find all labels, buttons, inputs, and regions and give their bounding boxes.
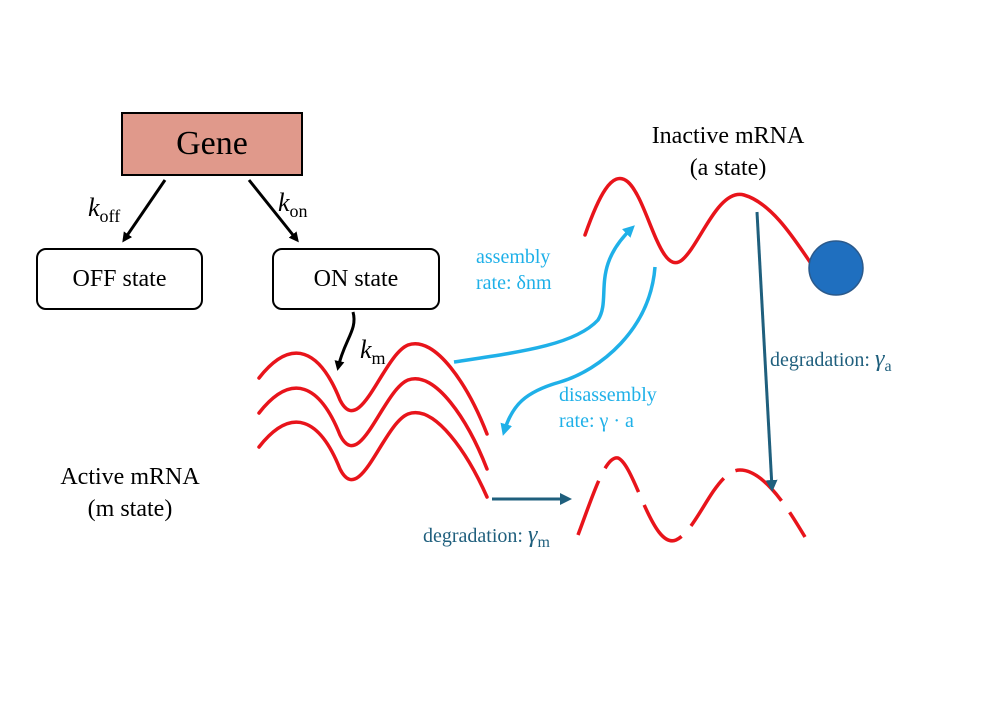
assembly-label: assembly rate: δnm: [476, 244, 552, 296]
active-mrna-strand-2: [257, 376, 489, 471]
inactive-mrna-cap: [808, 240, 864, 296]
gene-box: Gene: [121, 112, 303, 176]
km-arrow: [334, 311, 356, 371]
degradation-m-label: degradation: γm: [423, 522, 550, 552]
off-state-box: OFF state: [36, 248, 203, 310]
disassembly-arrow: [500, 266, 657, 436]
kon-subscript: on: [289, 201, 308, 221]
koff-arrow: [122, 179, 167, 243]
on-state-box: ON state: [272, 248, 440, 310]
kon-symbol: k: [278, 188, 290, 217]
degradation-a-text: degradation:: [770, 349, 875, 371]
disassembly-title: disassembly: [559, 384, 657, 406]
active-mrna-strand-3: [257, 410, 489, 499]
assembly-arrow: [453, 225, 635, 364]
active-mrna-strand-1: [257, 341, 489, 436]
inactive-mrna-title: Inactive mRNA: [651, 123, 805, 149]
degradation-m-text: degradation:: [423, 525, 528, 547]
degradation-a-arrow: [755, 211, 778, 492]
inactive-mrna-label: Inactive mRNA (a state): [628, 120, 828, 184]
degradation-m-subscript: m: [537, 534, 550, 551]
kon-label: kon: [278, 188, 308, 222]
active-mrna-label: Active mRNA (m state): [30, 461, 230, 525]
degraded-mrna-strand: [576, 456, 807, 543]
kon-arrow: [247, 179, 299, 243]
active-mrna-title: Active mRNA: [60, 464, 200, 490]
disassembly-rate: rate: γ · a: [559, 410, 634, 432]
degradation-a-label: degradation: γa: [770, 346, 892, 376]
degradation-a-symbol: γ: [874, 346, 885, 372]
inactive-mrna-strand: [583, 176, 814, 267]
gene-label: Gene: [176, 125, 248, 162]
assembly-rate: rate: δnm: [476, 272, 552, 294]
assembly-title: assembly: [476, 246, 551, 268]
off-state-label: OFF state: [72, 265, 167, 292]
on-state-label: ON state: [313, 265, 399, 292]
km-subscript: m: [371, 348, 386, 368]
km-label: km: [360, 335, 386, 369]
koff-subscript: off: [99, 206, 121, 226]
koff-symbol: k: [88, 193, 100, 222]
degradation-a-subscript: a: [884, 358, 892, 375]
koff-label: koff: [88, 193, 120, 227]
degradation-m-symbol: γ: [527, 522, 538, 548]
disassembly-label: disassembly rate: γ · a: [559, 382, 657, 434]
active-mrna-strands: [257, 341, 489, 499]
inactive-mrna-state: (a state): [689, 155, 767, 181]
active-mrna-state: (m state): [87, 496, 173, 522]
km-symbol: k: [360, 335, 372, 364]
